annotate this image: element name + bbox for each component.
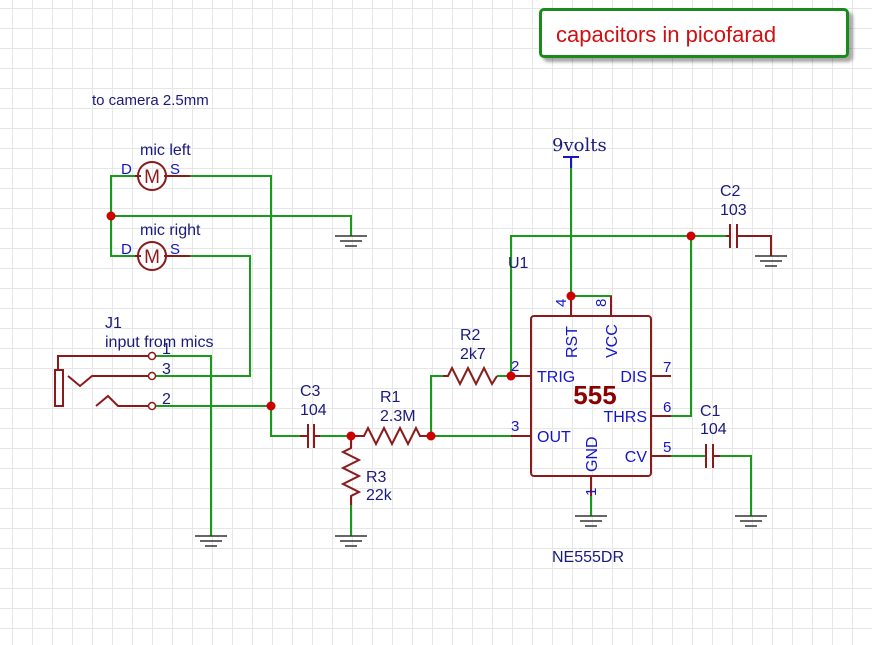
pin-label-dis: DIS bbox=[620, 369, 647, 386]
capacitor-c1: C1 104 bbox=[700, 403, 727, 468]
junction-node bbox=[266, 401, 276, 411]
mic-left-symbol-text: M bbox=[144, 167, 160, 188]
note-text: capacitors in picofarad bbox=[556, 22, 777, 47]
c2-ref: C2 bbox=[720, 183, 741, 200]
wire-r2-left bbox=[430, 375, 443, 436]
c3-ref: C3 bbox=[300, 383, 321, 400]
wire-mic-right-s bbox=[152, 255, 251, 377]
mic-left-symbol bbox=[137, 161, 167, 191]
mic-left-name: mic left bbox=[140, 142, 191, 159]
junction-nodes bbox=[106, 211, 696, 441]
ground-icon bbox=[195, 535, 227, 547]
pin-num-rst: 4 bbox=[553, 299, 570, 307]
wire-mic-ground bbox=[111, 215, 352, 236]
r1-value: 2.3M bbox=[380, 408, 416, 425]
junction-node bbox=[686, 231, 696, 241]
mic-left-pin-d: D bbox=[121, 161, 132, 178]
note-box: capacitors in picofarad bbox=[539, 8, 849, 58]
mic-right-symbol-text: M bbox=[144, 247, 160, 268]
r2-value: 2k7 bbox=[460, 346, 486, 363]
wires bbox=[110, 160, 752, 536]
jack-body bbox=[54, 369, 64, 407]
ic-name: 555 bbox=[573, 380, 616, 410]
ground-icon bbox=[575, 515, 607, 527]
ground-icon bbox=[335, 535, 367, 547]
camera-label: to camera 2.5mm bbox=[92, 92, 209, 109]
r1-ref: R1 bbox=[380, 389, 401, 406]
supply-9v: 9volts bbox=[552, 135, 607, 168]
c1-ref: C1 bbox=[700, 403, 721, 420]
pin-label-out: OUT bbox=[537, 429, 571, 446]
capacitor-c3: C3 104 bbox=[300, 383, 327, 448]
c3-value: 104 bbox=[300, 402, 327, 419]
wire-mic-left-s bbox=[190, 175, 300, 437]
pin-label-gnd: GND bbox=[584, 436, 601, 472]
wire-c1-gnd bbox=[720, 455, 752, 516]
ic-ref: U1 bbox=[508, 255, 529, 272]
wire-trig-rail bbox=[510, 235, 691, 376]
ground-icon bbox=[335, 235, 367, 247]
mic-right-name: mic right bbox=[140, 222, 201, 239]
pin-label-trig: TRIG bbox=[537, 369, 575, 386]
pin-num-out: 3 bbox=[511, 418, 519, 435]
pin-label-cv: CV bbox=[625, 449, 648, 466]
mic-left-pin-s: S bbox=[170, 161, 180, 178]
ic-555: 555 U1 NE555DR 2 3 7 6 5 4 8 1 TRIG OUT … bbox=[508, 255, 671, 566]
junction-node bbox=[426, 431, 436, 441]
resistor-r3: R3 22k bbox=[340, 436, 393, 505]
ground-symbols bbox=[195, 235, 787, 547]
junction-node bbox=[566, 291, 576, 301]
mic-right-pin-s: S bbox=[170, 241, 180, 258]
j1-desc: input from mics bbox=[105, 334, 213, 351]
pin-label-rst: RST bbox=[564, 326, 581, 358]
j1-ref: J1 bbox=[105, 315, 122, 332]
pin-num-vcc: 8 bbox=[593, 299, 610, 307]
mic-right: M mic right D S bbox=[121, 222, 201, 271]
connector-j1: J1 input from mics 1 3 2 bbox=[54, 315, 213, 411]
supply-label: 9volts bbox=[552, 135, 607, 156]
mic-right-pin-d: D bbox=[121, 241, 132, 258]
j1-pin-2: 2 bbox=[162, 391, 171, 408]
wire-j1-pin1 bbox=[152, 355, 212, 536]
mic-left: M mic left D S bbox=[121, 142, 191, 191]
pin-num-dis: 7 bbox=[663, 359, 671, 376]
j1-pin-1: 1 bbox=[162, 341, 171, 358]
junction-node bbox=[106, 211, 116, 221]
junction-node bbox=[506, 371, 516, 381]
j1-pin-3: 3 bbox=[162, 361, 171, 378]
r3-ref: R3 bbox=[366, 469, 387, 486]
resistor-r2: R2 2k7 bbox=[443, 327, 498, 387]
junction-node bbox=[346, 431, 356, 441]
c2-value: 103 bbox=[720, 202, 747, 219]
r3-value: 22k bbox=[366, 487, 393, 504]
ground-icon bbox=[755, 255, 787, 267]
ground-icon bbox=[735, 515, 767, 527]
pin-num-trig: 2 bbox=[511, 358, 519, 375]
c1-value: 104 bbox=[700, 421, 727, 438]
capacitor-c2: C2 103 bbox=[720, 183, 772, 256]
pin-label-vcc: VCC bbox=[604, 324, 621, 358]
pin-num-gnd: 1 bbox=[583, 488, 600, 496]
ic-part: NE555DR bbox=[552, 549, 624, 566]
mic-right-symbol bbox=[137, 241, 167, 271]
pin-num-thrs: 6 bbox=[663, 399, 671, 416]
pin-num-cv: 5 bbox=[663, 439, 671, 456]
pin-label-thrs: THRS bbox=[603, 409, 647, 426]
resistor-r1: R1 2.3M bbox=[352, 389, 431, 447]
r2-ref: R2 bbox=[460, 327, 481, 344]
wire-rail-thrs bbox=[671, 236, 692, 417]
